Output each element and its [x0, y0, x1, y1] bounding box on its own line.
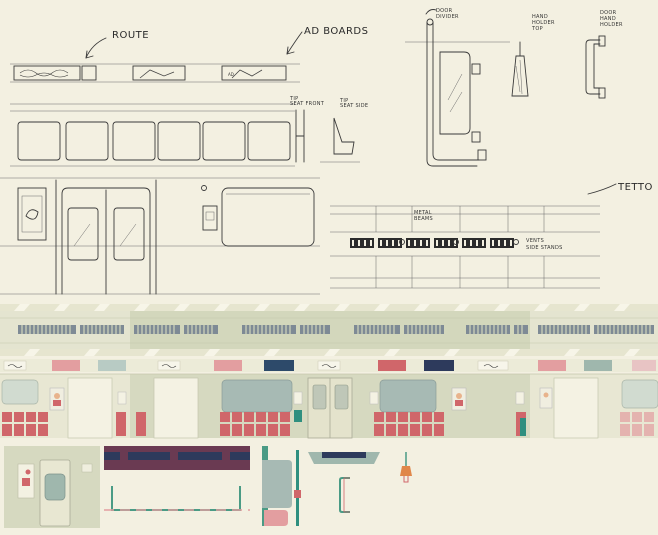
parts-ceiling-vent — [308, 452, 380, 464]
label-ad-boards: AD BOARDS — [304, 26, 368, 37]
sketch-hand-holder-top — [511, 41, 529, 97]
label-ad: AD — [228, 72, 234, 77]
sketch-door-divider — [405, 9, 510, 167]
ceiling-panel-strip — [0, 304, 658, 356]
label-vents: VENTS — [526, 238, 544, 244]
wall-panel-row — [0, 373, 658, 439]
sketch-door-hand-holder — [585, 35, 606, 99]
sketch-window-row — [10, 103, 360, 167]
sketch-door-wall — [0, 177, 320, 295]
sketch-tetto-ceiling — [330, 183, 617, 289]
label-tetto: TETTO — [617, 182, 653, 193]
parts-door-panel — [4, 446, 100, 528]
parts-door-hand-holder — [339, 477, 350, 513]
parts-ceiling-rail — [104, 446, 250, 511]
sketch-route-adboards — [10, 31, 303, 83]
parts-hand-holder — [400, 452, 412, 483]
parts-divider-panel — [262, 446, 301, 526]
label-side-stands: SIDE STANDS — [526, 245, 563, 251]
label-route: ROUTE — [112, 30, 149, 41]
ad-board-strip — [0, 359, 658, 372]
